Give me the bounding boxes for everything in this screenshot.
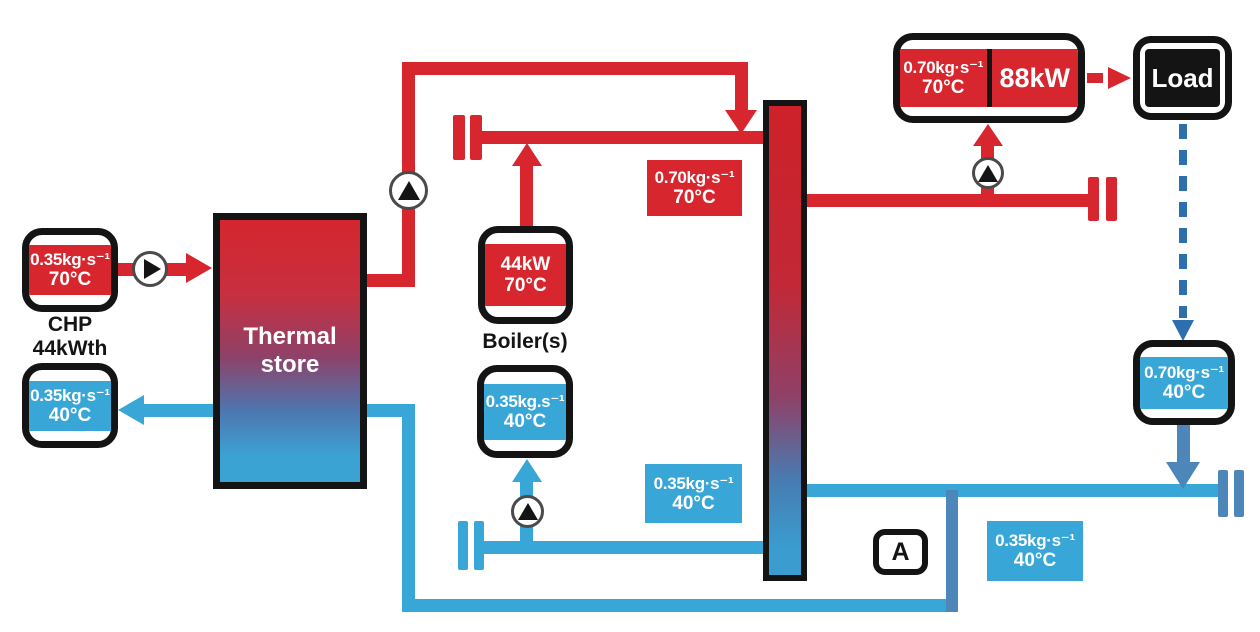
- boiler-return-arrow-icon: [512, 459, 542, 482]
- supply-header-endcap-icon: [470, 115, 482, 160]
- load-box: Load: [1133, 36, 1232, 120]
- return-downcomer-pipe: [402, 404, 415, 612]
- boiler-label: Boiler(s): [482, 330, 568, 353]
- supply-header-flow-label: 0.70kg·s⁻¹ 70°C: [647, 160, 742, 216]
- delivery-badge: 0.70kg·s⁻¹ 70°C 88kW: [893, 33, 1085, 123]
- thermal-store-label-line1: Thermal: [243, 323, 337, 350]
- supply-header-flow: 0.70kg·s⁻¹: [654, 168, 735, 187]
- boiler-return-band: 0.35kg.s⁻¹ 40°C: [484, 383, 566, 440]
- delivery-band: 0.70kg·s⁻¹ 70°C 88kW: [900, 49, 1078, 107]
- boiler-badge: 44kW 70°C: [478, 226, 573, 324]
- return-header-flow: 0.35kg·s⁻¹: [653, 473, 734, 493]
- return-header-flow-label: 0.35kg·s⁻¹ 40°C: [645, 464, 742, 523]
- delivery-divider: [986, 49, 992, 107]
- chp-return-pipe: [142, 404, 213, 417]
- chp-supply-band: 0.35kg·s⁻¹ 70°C: [29, 245, 111, 295]
- boiler-band: 44kW 70°C: [485, 244, 566, 306]
- point-a-badge: A: [873, 529, 928, 575]
- boiler-feed-arrow-icon: [512, 143, 542, 166]
- return-right-temp: 40°C: [1013, 550, 1057, 571]
- chp-supply-temp: 70°C: [48, 269, 92, 290]
- thermal-store-label-line2: store: [260, 351, 320, 378]
- supply-header-temp: 70°C: [673, 187, 716, 208]
- chp-return-arrow-icon: [118, 395, 144, 425]
- return-connector-pipe: [946, 490, 958, 612]
- load-return-flow: 0.70kg·s⁻¹: [1144, 362, 1224, 382]
- load-return-band: 0.70kg·s⁻¹ 40°C: [1140, 356, 1228, 409]
- delivery-power-cell: 88kW: [992, 49, 1079, 107]
- supply-header-pipe: [479, 131, 765, 144]
- chp-supply-arrow-icon: [186, 253, 212, 283]
- chp-return-temp: 40°C: [48, 404, 92, 426]
- top-supply-run-pipe: [402, 62, 748, 75]
- return-header-endcap-icon: [458, 521, 468, 570]
- load-feed-dash: [1087, 73, 1103, 83]
- load-supply-endcap-icon: [1088, 177, 1099, 221]
- boiler-return-badge: 0.35kg.s⁻¹ 40°C: [477, 365, 573, 458]
- load-supply-pipe: [807, 194, 1088, 207]
- chp-label-line1: CHP: [47, 313, 93, 336]
- delivery-power: 88kW: [999, 63, 1071, 93]
- load-return-endcap-icon: [1234, 470, 1244, 517]
- boiler-return-temp: 40°C: [503, 410, 547, 432]
- chp-label: CHP 44kWth: [5, 313, 135, 361]
- load-outlet-dashed-line: [1179, 124, 1187, 318]
- load-return-endcap-icon: [1218, 470, 1228, 517]
- boiler-feed-pipe: [520, 165, 533, 226]
- return-header-pipe: [483, 541, 765, 554]
- return-header-endcap-icon: [474, 521, 484, 570]
- chp-supply-flow: 0.35kg·s⁻¹: [30, 250, 110, 269]
- delivery-arrow-icon: [973, 124, 1003, 146]
- load-return-drop-arrow-icon: [1166, 462, 1200, 489]
- delivery-pump-icon: [972, 157, 1004, 189]
- load-feed-arrow-icon: [1108, 67, 1131, 89]
- return-right-flow-label: 0.35kg·s⁻¹ 40°C: [987, 521, 1083, 581]
- boiler-return-pump-icon: [511, 495, 544, 528]
- chp-label-line2: 44kWth: [32, 337, 108, 360]
- store-riser-pump-icon: [389, 171, 428, 210]
- chp-pump-icon: [132, 251, 168, 287]
- chp-supply-badge: 0.35kg·s⁻¹ 70°C: [22, 228, 118, 312]
- delivery-flow-cell: 0.70kg·s⁻¹ 70°C: [900, 49, 987, 107]
- delivery-flow: 0.70kg·s⁻¹: [903, 58, 984, 77]
- chp-return-band: 0.35kg·s⁻¹ 40°C: [29, 380, 111, 431]
- return-bottom-run-pipe: [402, 599, 958, 612]
- heat-exchanger-bar: [763, 100, 807, 581]
- load-return-drop-pipe: [1177, 424, 1190, 464]
- return-right-flow: 0.35kg·s⁻¹: [995, 531, 1075, 550]
- load-label: Load: [1145, 49, 1220, 107]
- boiler-power: 44kW: [500, 254, 551, 275]
- load-return-temp: 40°C: [1162, 381, 1206, 403]
- boiler-temp: 70°C: [504, 275, 547, 296]
- load-outlet-arrow-icon: [1172, 320, 1194, 341]
- chp-return-flow: 0.35kg·s⁻¹: [30, 385, 110, 405]
- return-header-temp: 40°C: [672, 492, 715, 514]
- load-return-pipe: [807, 484, 1218, 497]
- supply-drop-pipe: [735, 62, 748, 112]
- thermal-store-label: Thermal store: [220, 220, 360, 482]
- boiler-return-flow: 0.35kg.s⁻¹: [485, 391, 565, 411]
- load-return-badge: 0.70kg·s⁻¹ 40°C: [1133, 340, 1235, 425]
- supply-header-endcap-icon: [453, 115, 465, 160]
- chp-return-badge: 0.35kg·s⁻¹ 40°C: [22, 363, 118, 448]
- load-supply-endcap-icon: [1106, 177, 1117, 221]
- delivery-temp: 70°C: [922, 77, 965, 98]
- thermal-store: Thermal store: [213, 213, 367, 489]
- supply-drop-arrow-icon: [725, 110, 757, 134]
